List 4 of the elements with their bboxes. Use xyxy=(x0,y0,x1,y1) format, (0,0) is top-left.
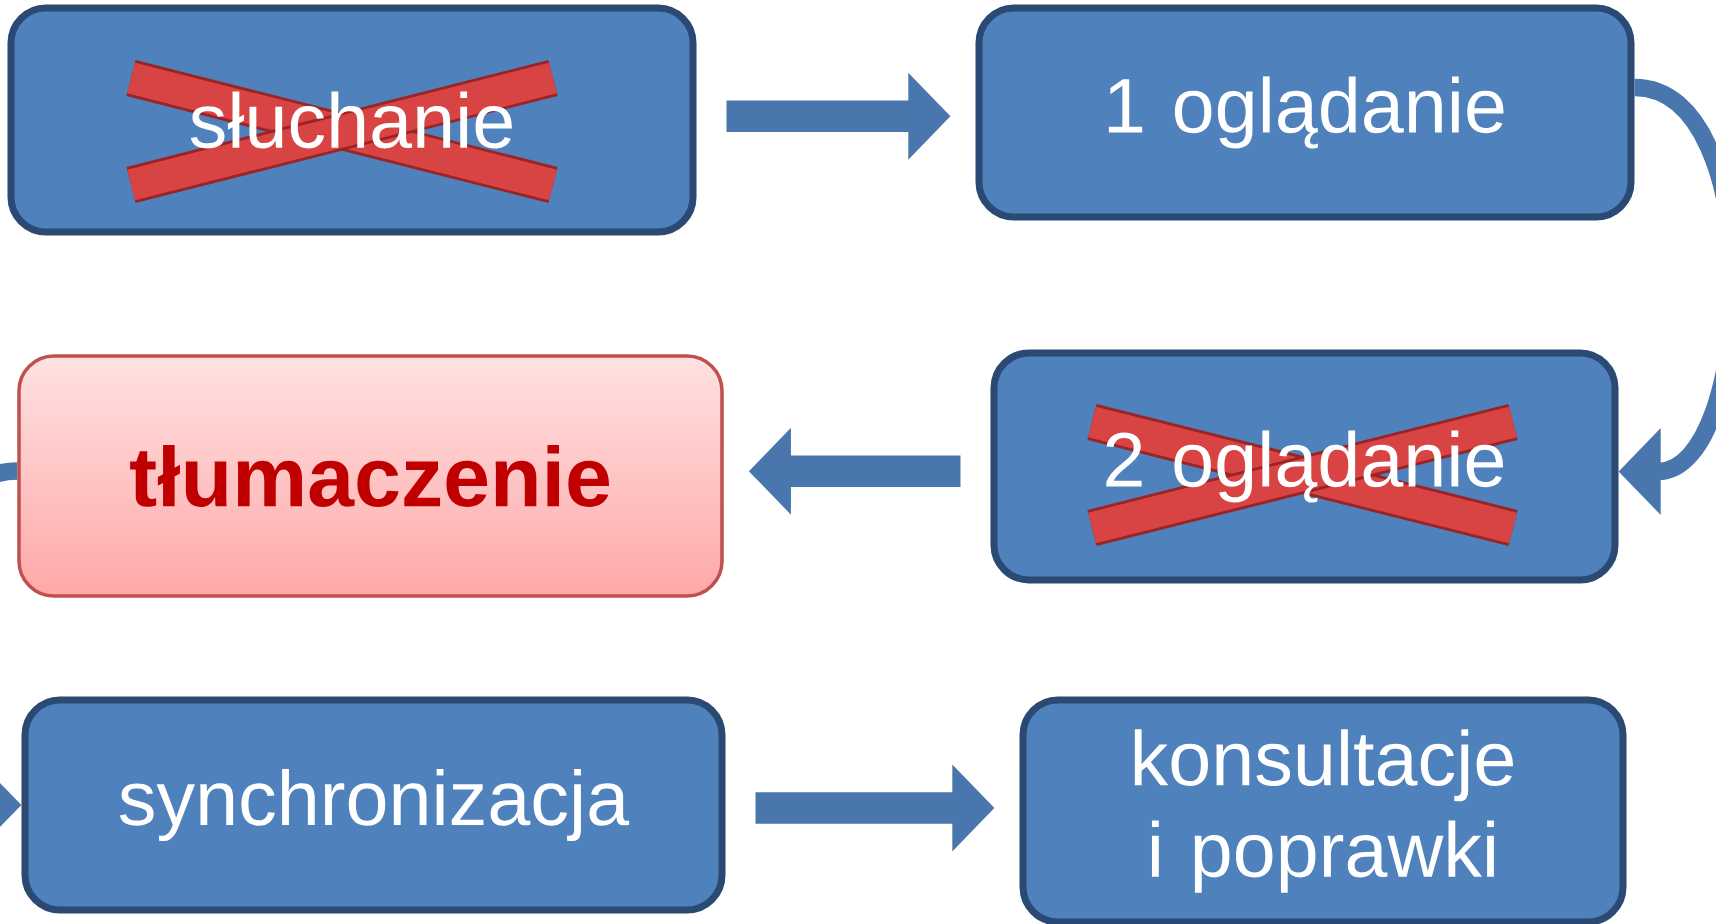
step-box: konsultacje i poprawki xyxy=(1019,696,1627,924)
step-box: synchronizacja xyxy=(21,696,726,914)
step-box: 1 oglądanie xyxy=(975,4,1635,221)
highlighted-step-box: tłumaczenie xyxy=(17,354,724,598)
